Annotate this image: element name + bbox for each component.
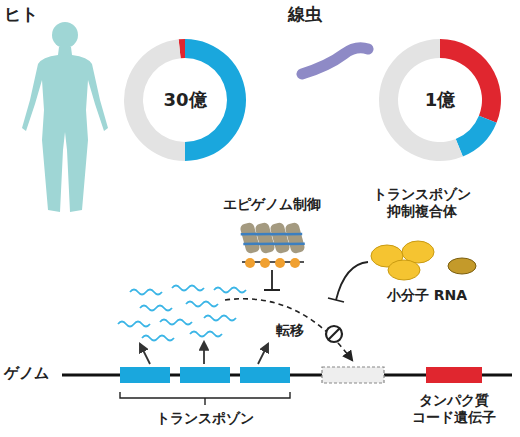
rna-wave — [214, 288, 246, 293]
gene-label: タンパク質 コード遺伝子 — [392, 392, 516, 426]
transposon-box — [240, 367, 290, 383]
genome-size: 30億 — [123, 38, 247, 162]
donut-chart: 30億 — [123, 38, 247, 162]
worm-figure — [302, 48, 368, 74]
donut-slice — [440, 39, 501, 123]
inhibition-line — [328, 262, 368, 302]
donut-slice — [456, 116, 497, 157]
rna-wave — [140, 306, 172, 311]
bracket — [120, 392, 290, 405]
rna-wave — [118, 322, 150, 327]
rna-wave — [204, 316, 236, 321]
inhibition-line — [264, 270, 280, 290]
genome-size: 1億 — [378, 38, 502, 162]
gene-box — [426, 367, 482, 383]
species-label: ヒト — [4, 4, 64, 24]
human-figure — [22, 22, 108, 212]
rna-transcripts — [118, 286, 246, 341]
rna-wave — [172, 286, 204, 291]
rna-wave — [130, 290, 162, 295]
arrow-label: 転移 — [268, 322, 312, 339]
transposon-box — [180, 367, 230, 383]
species-label: 線虫 — [288, 4, 348, 24]
transposon-box — [120, 367, 170, 383]
rna-wave — [186, 302, 218, 307]
rna-wave — [160, 320, 192, 325]
genome-label: ゲノム — [4, 364, 64, 382]
transposition-arrow — [225, 299, 352, 360]
bracket-label: トランスポゾン — [140, 410, 270, 427]
silencing-complex — [371, 241, 476, 280]
blocked-insertion-box — [322, 367, 384, 383]
nucleosome-icon — [238, 221, 306, 268]
donut-chart: 1億 — [378, 38, 502, 162]
complex-label: トランスポゾン 抑制複合体 — [360, 186, 484, 220]
rna-wave — [142, 336, 174, 341]
process-label: エピゲノム制御 — [202, 196, 342, 213]
transcription-arrow — [140, 342, 268, 364]
prohibited-symbol — [326, 326, 342, 342]
molecule-label: 小分子 RNA — [372, 287, 482, 304]
rna-wave — [190, 332, 222, 337]
